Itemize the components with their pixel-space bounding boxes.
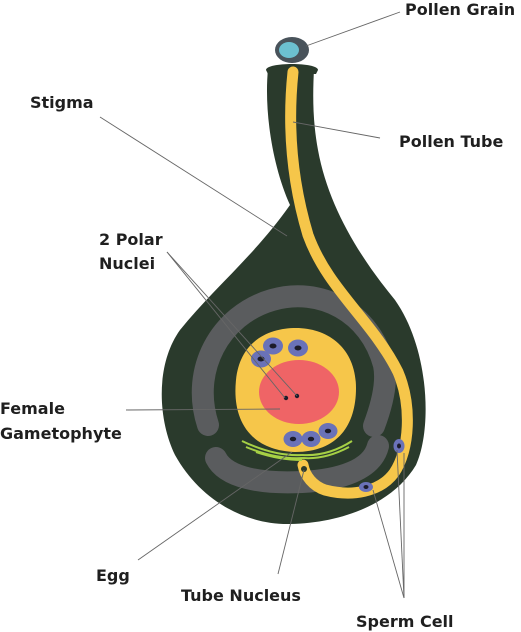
- label-female-gametophyte-line1: Female: [0, 399, 65, 418]
- label-egg: Egg: [96, 566, 130, 585]
- pollen-tube: [285, 66, 413, 499]
- label-stigma: Stigma: [30, 93, 94, 112]
- polar-nucleus-1: [283, 395, 289, 401]
- label-sperm-cell: Sperm Cell: [356, 612, 454, 631]
- tube-nucleus: [301, 466, 307, 472]
- egg-apparatus-cells: [283, 423, 338, 447]
- label-pollen-grain: Pollen Grain: [405, 0, 515, 19]
- sperm-cells: [359, 439, 405, 492]
- central-cell: [259, 360, 339, 424]
- pollen-grain: [275, 37, 309, 63]
- outer-integument: [191, 285, 396, 437]
- antipodal-cells: [251, 337, 308, 368]
- filiform-apparatus: [241, 440, 353, 461]
- label-tube-nucleus: Tube Nucleus: [181, 586, 301, 605]
- label-polar-nuclei-line2: Nuclei: [99, 254, 155, 273]
- leader-lines: [99, 11, 405, 599]
- label-female-gametophyte-line2: Gametophyte: [0, 424, 122, 443]
- label-pollen-tube: Pollen Tube: [399, 132, 504, 151]
- inner-integument: [205, 435, 389, 494]
- label-polar-nuclei-line1: 2 Polar: [99, 230, 163, 249]
